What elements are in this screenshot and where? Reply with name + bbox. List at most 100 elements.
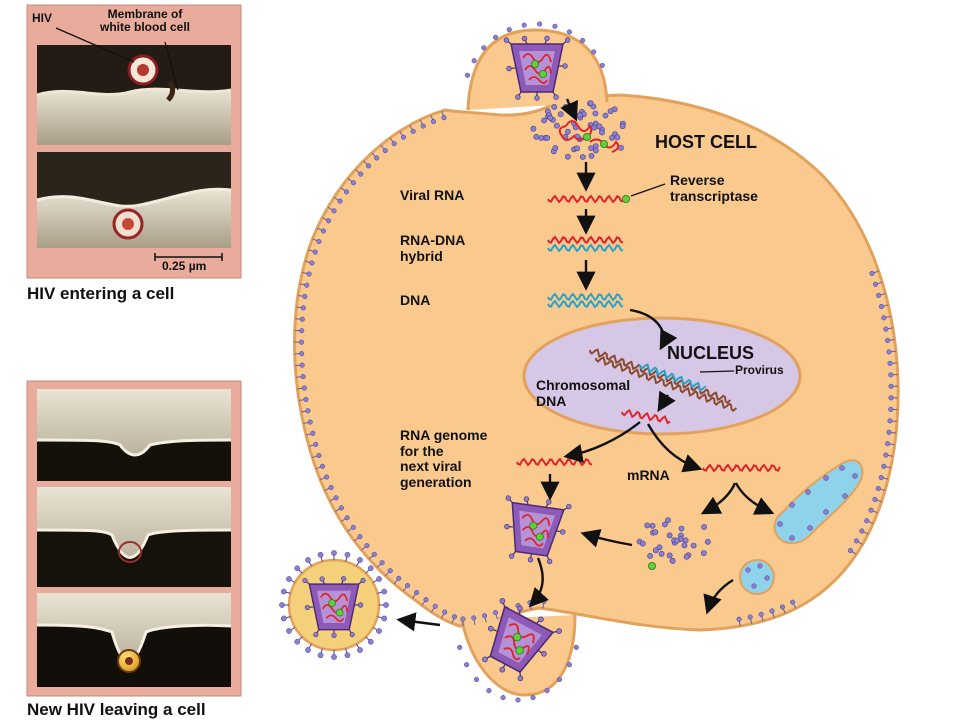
released-virus-protein bbox=[344, 551, 351, 558]
membrane-protein bbox=[887, 360, 893, 366]
membrane-protein bbox=[299, 362, 305, 368]
dna-strand-2 bbox=[547, 299, 624, 309]
membrane-protein bbox=[365, 163, 372, 169]
membrane-protein bbox=[358, 171, 364, 177]
arrow-to-mrna bbox=[646, 423, 703, 473]
membrane-protein bbox=[309, 260, 315, 266]
released-virus-capsid bbox=[302, 576, 366, 638]
membrane-protein bbox=[300, 374, 306, 380]
released-virus-protein bbox=[383, 602, 389, 608]
entering-virus bbox=[503, 35, 571, 101]
membrane-protein bbox=[382, 148, 388, 154]
er-glycoprotein bbox=[852, 473, 858, 479]
membrane-protein bbox=[573, 644, 579, 650]
released-virus-protein bbox=[305, 557, 311, 563]
label-chromosomal-dna: Chromosomal DNA bbox=[536, 377, 631, 409]
membrane-protein bbox=[881, 463, 887, 469]
viral-rna-strand bbox=[547, 194, 624, 204]
membrane-protein bbox=[442, 609, 448, 615]
protein-dot bbox=[666, 552, 673, 559]
membrane-protein bbox=[868, 507, 874, 513]
membrane-protein bbox=[337, 198, 343, 204]
er-glycoprotein bbox=[805, 489, 811, 495]
spike-knob bbox=[544, 35, 550, 42]
released-virus-protein bbox=[286, 628, 292, 634]
protein-dot bbox=[588, 145, 594, 151]
arrows-layer bbox=[396, 98, 775, 632]
membrane-protein bbox=[320, 228, 327, 234]
membrane-protein bbox=[299, 351, 305, 357]
arrow-into-nucleus bbox=[629, 308, 678, 351]
membrane-protein bbox=[885, 441, 891, 447]
membrane-protein bbox=[492, 610, 499, 616]
spike-knob bbox=[562, 63, 568, 69]
membrane-protein bbox=[371, 551, 377, 557]
spike-knob bbox=[521, 35, 528, 42]
spike-knob bbox=[556, 628, 562, 634]
er-glycoprotein bbox=[839, 465, 845, 471]
chromosomal-dna-1 bbox=[589, 348, 732, 405]
protein-dot bbox=[666, 532, 673, 539]
micrograph-budding-3 bbox=[36, 593, 232, 687]
protein-dot bbox=[596, 123, 603, 130]
protein-dot bbox=[681, 542, 688, 549]
arrow-vesicle-to-membrane bbox=[703, 578, 734, 615]
protein-dot bbox=[652, 547, 659, 554]
membrane-protein bbox=[872, 496, 878, 503]
protein-dot bbox=[652, 529, 659, 536]
membrane-protein bbox=[338, 505, 344, 511]
spike-knob bbox=[503, 37, 510, 43]
membrane-protein bbox=[888, 406, 894, 412]
released-virus-protein bbox=[381, 615, 388, 622]
membrane-protein bbox=[374, 155, 380, 161]
membrane-protein bbox=[869, 270, 875, 276]
protein-dot bbox=[551, 104, 558, 110]
membrane-protein bbox=[410, 128, 416, 134]
protein-dot bbox=[562, 104, 569, 111]
released-virus-protein bbox=[367, 638, 374, 645]
provirus-pointer bbox=[699, 370, 735, 373]
membrane-protein bbox=[396, 575, 402, 581]
protein-dot bbox=[592, 110, 599, 117]
chromosomal-dna-1-group bbox=[589, 348, 732, 405]
membrane-protein bbox=[878, 474, 884, 481]
membrane-protein bbox=[881, 315, 887, 321]
hybrid-rna-strand bbox=[547, 235, 624, 245]
spike-knob bbox=[538, 616, 544, 623]
membrane-protein bbox=[471, 615, 477, 621]
hybrid-dna-strand bbox=[547, 243, 624, 253]
membrane-protein bbox=[878, 303, 884, 310]
capsid-enzyme bbox=[328, 599, 336, 607]
label-viral-rna: Viral RNA bbox=[400, 187, 465, 203]
spike-knob bbox=[499, 598, 506, 604]
released-virus-protein bbox=[280, 588, 287, 595]
membrane-protein bbox=[307, 419, 313, 425]
membrane-protein bbox=[344, 515, 350, 521]
protein-dot bbox=[701, 524, 707, 530]
membrane-protein bbox=[460, 616, 466, 622]
spike-knob bbox=[566, 503, 572, 510]
label-reverse-transcriptase: Reverse transcriptase bbox=[670, 172, 758, 204]
arrow-entry bbox=[560, 98, 578, 122]
membrane-protein bbox=[556, 676, 563, 683]
released-enzyme bbox=[600, 139, 609, 148]
released-virus-protein bbox=[376, 628, 382, 634]
membrane-protein bbox=[506, 27, 512, 33]
protein-dot bbox=[547, 114, 554, 121]
membrane-proteins bbox=[294, 21, 899, 703]
membrane-protein bbox=[591, 49, 597, 55]
protein-dot bbox=[678, 525, 685, 532]
membrane-protein bbox=[328, 484, 334, 491]
membrane-protein bbox=[300, 305, 306, 311]
membrane-protein bbox=[566, 662, 572, 668]
micrograph-top-panel bbox=[26, 4, 242, 279]
protein-dot bbox=[607, 108, 614, 115]
membrane-protein bbox=[886, 349, 892, 355]
protein-dot bbox=[574, 145, 580, 152]
membrane-protein bbox=[883, 326, 889, 332]
released-virus-protein bbox=[305, 647, 311, 653]
membrane-pointer-line bbox=[164, 41, 179, 91]
chromosomal-dna-2-group bbox=[595, 356, 738, 413]
membrane-protein bbox=[473, 676, 480, 683]
capsid-enzyme bbox=[529, 521, 538, 530]
